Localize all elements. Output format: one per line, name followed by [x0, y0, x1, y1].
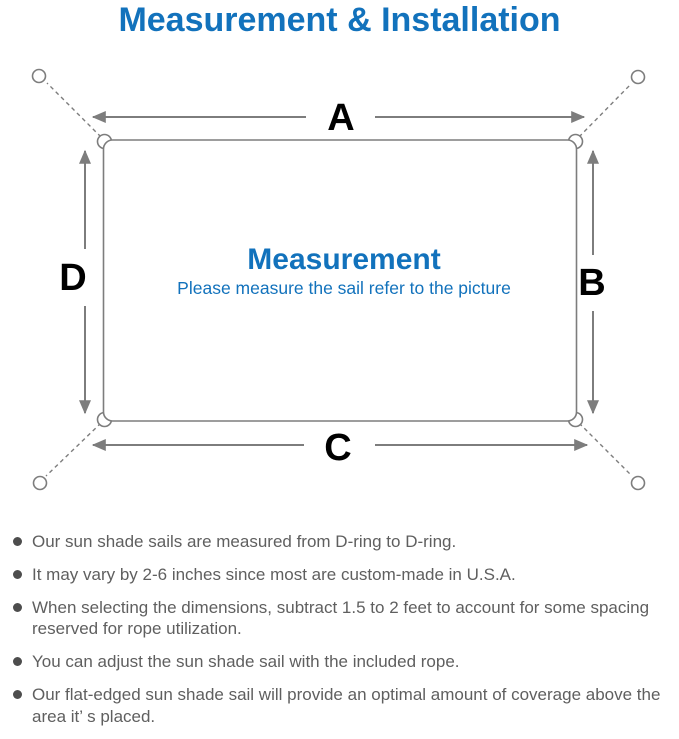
note-item: Our flat-edged sun shade sail will provi…	[13, 684, 674, 728]
note-item: When selecting the dimensions, subtract …	[13, 597, 674, 641]
rope-line-bottom-right	[578, 422, 633, 477]
note-text: It may vary by 2-6 inches since most are…	[32, 564, 516, 584]
page-title: Measurement & Installation	[118, 1, 561, 39]
rope-line-top-left	[46, 82, 102, 138]
anchor-ring-top-right	[630, 69, 646, 85]
dim-label-c: C	[324, 427, 351, 469]
anchor-ring-bottom-left	[32, 475, 48, 491]
note-item: It may vary by 2-6 inches since most are…	[13, 564, 674, 586]
sail-measurement-diagram: A C D B Measurement Please measure the s…	[31, 68, 646, 491]
notes-list: Our sun shade sails are measured from D-…	[13, 531, 674, 738]
note-text: Our sun shade sails are measured from D-…	[32, 532, 457, 551]
note-text: Our flat-edged sun shade sail will provi…	[32, 684, 661, 726]
diagram-center-title: Measurement	[247, 243, 440, 276]
dim-label-d: D	[59, 257, 86, 299]
note-item: You can adjust the sun shade sail with t…	[13, 651, 674, 673]
bullet-icon	[13, 657, 22, 666]
sail-outline	[102, 139, 578, 422]
dim-label-b: B	[578, 262, 605, 304]
rope-line-top-right	[578, 83, 632, 138]
bullet-icon	[13, 537, 22, 546]
note-item: Our sun shade sails are measured from D-…	[13, 531, 674, 553]
bullet-icon	[13, 602, 22, 612]
note-text: You can adjust the sun shade sail with t…	[32, 652, 460, 671]
anchor-ring-bottom-right	[630, 475, 646, 491]
bullet-icon	[13, 569, 22, 579]
dim-label-a: A	[327, 97, 354, 139]
diagram-center-subtitle: Please measure the sail refer to the pic…	[177, 278, 511, 298]
bullet-icon	[13, 689, 22, 699]
rope-line-bottom-left	[45, 422, 102, 477]
anchor-ring-top-left	[31, 68, 47, 84]
note-text: When selecting the dimensions, subtract …	[32, 597, 650, 639]
